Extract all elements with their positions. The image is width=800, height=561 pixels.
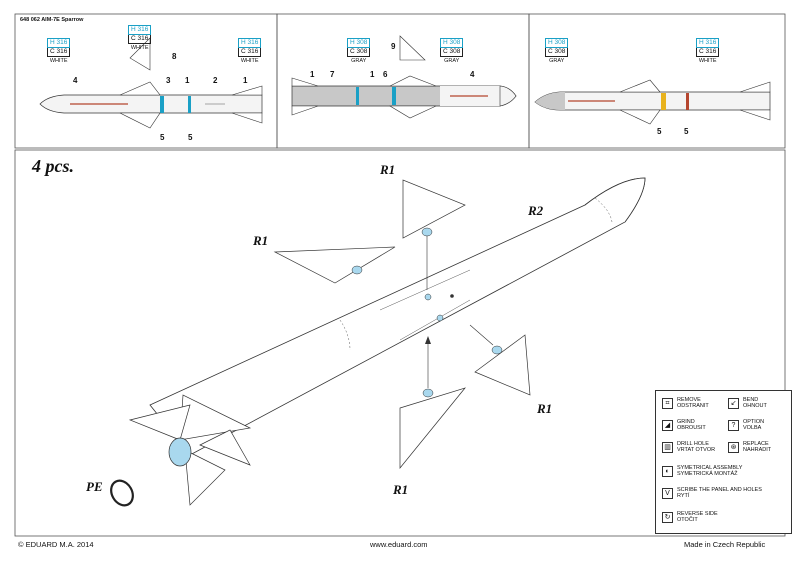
callout-p1-f: 5 bbox=[160, 133, 165, 142]
label-r2: R2 bbox=[528, 203, 544, 218]
bend-icon: ↙ bbox=[728, 397, 739, 409]
callout-p2-e: 4 bbox=[470, 70, 475, 79]
footer-made-in: Made in Czech Republic bbox=[684, 540, 766, 549]
callout-p1-c: 2 bbox=[213, 76, 218, 85]
callout-p3-a: 5 bbox=[657, 127, 662, 136]
option-icon: ? bbox=[728, 419, 739, 431]
callout-p1-h: 8 bbox=[172, 52, 177, 61]
reverse-icon: ↻ bbox=[662, 511, 673, 523]
remove-icon: ⌗ bbox=[662, 397, 673, 409]
label-r1-bottom: R1 bbox=[393, 482, 409, 497]
main-panel-frame bbox=[14, 149, 786, 537]
callout-p1-a: 4 bbox=[73, 76, 78, 85]
callout-p2-c: 1 bbox=[370, 70, 375, 79]
scribe-icon: V bbox=[662, 487, 673, 499]
callout-p2-b: 7 bbox=[330, 70, 335, 79]
callout-p2-f: 9 bbox=[391, 42, 396, 51]
replace-icon: ⊛ bbox=[728, 441, 739, 453]
missile-side-view-2 bbox=[291, 35, 517, 119]
callout-p1-d: 1 bbox=[185, 76, 190, 85]
footer-url[interactable]: www.eduard.com bbox=[370, 540, 428, 549]
missile-side-view-1 bbox=[39, 37, 263, 129]
top-panel-frame-3 bbox=[528, 13, 786, 149]
set-title: 648 062 AIM-7E Sparrow bbox=[20, 17, 84, 23]
label-r1-right: R1 bbox=[537, 401, 553, 416]
callout-p2-a: 1 bbox=[310, 70, 315, 79]
label-r1-left: R1 bbox=[253, 233, 269, 248]
grind-icon: ◢ bbox=[662, 419, 673, 431]
callout-p1-g: 5 bbox=[188, 133, 193, 142]
missile-side-view-3 bbox=[534, 79, 771, 125]
callout-p1-b: 3 bbox=[166, 76, 171, 85]
drill-icon: ▥ bbox=[662, 441, 673, 453]
footer-copyright: © EDUARD M.A. 2014 bbox=[18, 540, 94, 549]
quantity-label: 4 pcs. bbox=[32, 156, 74, 176]
label-pe: PE bbox=[86, 479, 103, 494]
label-r1-top: R1 bbox=[380, 162, 396, 177]
symmetrical-icon: ◐ bbox=[662, 465, 673, 477]
callout-p2-d: 6 bbox=[383, 70, 388, 79]
missile-isometric-view bbox=[110, 177, 646, 507]
callout-p3-b: 5 bbox=[684, 127, 689, 136]
callout-p1-e: 1 bbox=[243, 76, 248, 85]
